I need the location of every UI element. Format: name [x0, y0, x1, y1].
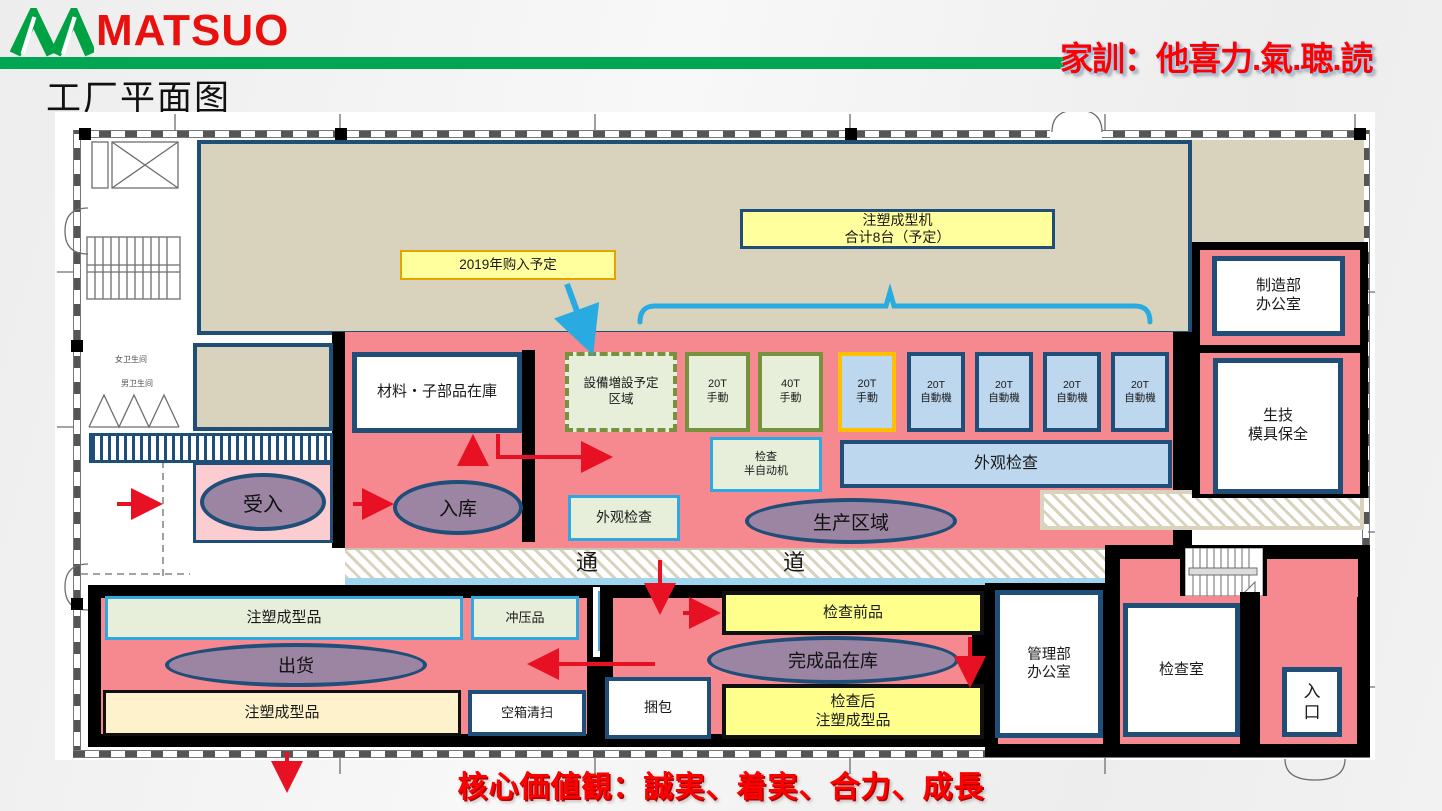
shelf-inj-molded-top: 注塑成型品	[105, 596, 463, 640]
matsuo-mountain-icon	[10, 8, 94, 57]
core-values-slogan: 核心価値観：誠実、着実、合力、成長	[457, 771, 985, 804]
dock-striped-bar	[89, 433, 333, 463]
station-visual-check-small: 外观检查	[568, 495, 680, 541]
zone-finished-stock: 完成品在库	[707, 636, 959, 684]
expansion-planned-area: 設備増設予定 区域	[565, 352, 677, 432]
door-gap-top	[1050, 128, 1102, 140]
column	[335, 128, 347, 140]
column	[845, 128, 857, 140]
zone-receive: 受入	[200, 473, 326, 531]
room-entrance: 入 口	[1282, 667, 1342, 737]
stairs-landing-pink-left	[1120, 559, 1180, 597]
zone-receive-label: 受入	[243, 493, 283, 516]
station-visual-check-wide: 外观检查	[840, 440, 1172, 488]
room-material-stock: 材料・子部品在庫	[352, 352, 522, 433]
zone-inbound: 入库	[393, 480, 523, 535]
packing-station: 捆包	[605, 677, 711, 739]
column	[79, 128, 91, 140]
corridor	[345, 548, 1105, 578]
column	[71, 340, 83, 352]
wall-bottom	[73, 750, 1370, 758]
post-inspect-shelf: 检查后 注塑成型品	[722, 684, 984, 739]
receiving-storage-beige	[193, 343, 333, 431]
machine-20t-manual-2: 20T 手動	[838, 352, 896, 432]
room-admin-office: 管理部 办公室	[995, 590, 1103, 738]
room-inspection: 检查室	[1123, 603, 1240, 737]
beige-area-right	[1192, 140, 1364, 243]
family-motto: 家訓：他喜力.氣.聴.読	[1060, 40, 1374, 77]
corridor-char-2: 道	[782, 550, 805, 576]
room-tech-mold: 生技 模具保全	[1213, 358, 1343, 494]
shelf-inj-molded-bottom: 注塑成型品	[103, 690, 461, 736]
zone-production-label: 生产区域	[812, 512, 889, 534]
door-line	[598, 591, 601, 651]
machine-20t-auto-3: 20T 自動機	[1043, 352, 1101, 432]
stairs-bottom-right	[1185, 548, 1263, 596]
column	[1354, 128, 1366, 140]
zone-production: 生产区域	[745, 498, 957, 544]
stairs-landing-pink-right	[1267, 559, 1358, 597]
column	[71, 598, 83, 610]
shelf-stamped: 冲压品	[471, 596, 579, 640]
wall-divider-admin	[1103, 583, 1120, 757]
station-semi-auto-check: 检查 半自动机	[710, 437, 822, 492]
machine-40t-manual: 40T 手動	[758, 352, 823, 432]
wall-divider-inspection	[1240, 592, 1260, 757]
machine-20t-auto-1: 20T 自動機	[907, 352, 965, 432]
machine-20t-auto-2: 20T 自動機	[975, 352, 1033, 432]
label-men-wc: 男卫生间	[121, 379, 153, 388]
zone-ship-label: 出货	[278, 656, 314, 676]
machine-20t-manual-1: 20T 手動	[685, 352, 750, 432]
corridor-char-1: 通	[575, 550, 598, 576]
brand-logo-text: MATSUO	[96, 6, 290, 55]
zone-ship: 出货	[165, 643, 427, 687]
wall-black-inner-bar	[522, 350, 535, 542]
wall-black-left-of-floor	[332, 332, 345, 548]
room-mfg-office: 制造部 办公室	[1212, 256, 1345, 336]
zone-inbound-label: 入库	[438, 499, 477, 520]
floorplan-canvas: 通 道 制造部 办公室 生技 模具保全 受入 材料・子部品在庫 設備増設予定 区…	[55, 112, 1375, 793]
empty-box-cleaning: 空箱清扫	[468, 690, 586, 736]
wall-top	[73, 130, 1370, 138]
wall-left	[73, 130, 81, 758]
note-purchase-2019: 2019年购入予定	[400, 250, 616, 280]
corridor-blue-strip	[345, 578, 1105, 585]
header-green-bar	[0, 57, 1082, 69]
label-women-wc: 女卫生间	[115, 355, 147, 364]
note-molding-total: 注塑成型机 合计8台（予定）	[740, 209, 1055, 249]
zone-finished-stock-label: 完成品在库	[788, 651, 878, 671]
page-title: 工厂平面图	[46, 79, 232, 118]
machine-20t-auto-4: 20T 自動機	[1111, 352, 1169, 432]
pre-inspect-shelf: 检查前品	[722, 591, 984, 635]
